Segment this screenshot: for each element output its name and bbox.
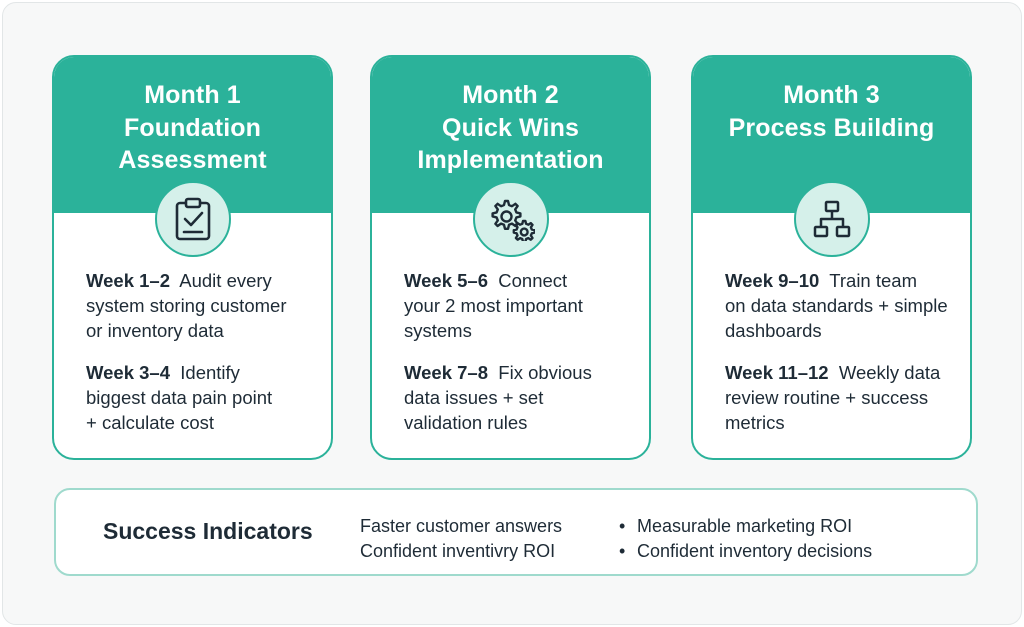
week-label: Week 11–12 [725, 362, 829, 383]
success-indicators-panel: Success Indicators Faster customer answe… [54, 488, 978, 576]
success-column-2: • Measurable marketing ROI • Confident inv… [619, 514, 872, 564]
month-1-title-line-2: Foundation [123, 113, 262, 142]
week-label: Week 7–8 [404, 362, 488, 383]
task-text-cont: your 2 most important [404, 295, 583, 316]
success-indicator: Faster customer answers [360, 516, 563, 536]
month-2-title-line-1: Month 2 [462, 81, 559, 109]
month-2-title-line-2: Quick Wins [442, 113, 579, 142]
task-text: Connect [498, 270, 568, 291]
success-indicator-row: • Confident inventory decisions [619, 539, 872, 564]
success-indicator: Confident inventory decisions [637, 541, 873, 561]
task-text-cont: on data standards + simple [725, 295, 948, 316]
month-1-title-line-1: Month 1 [144, 81, 241, 109]
month-3-badge [793, 181, 870, 257]
month-2-title-line-3: Implementation [417, 146, 604, 174]
task-text-cont: system storing customer [86, 295, 287, 316]
task-text-cont: data issues + set [404, 387, 544, 408]
week-label: Week 1–2 [86, 270, 170, 291]
week-9-10-item: Week 9–10 Train team on data standards +… [725, 268, 952, 343]
month-2-body: Week 5–6 Connect your 2 most important s… [404, 268, 631, 452]
month-3-title-line-2: Process Building [728, 113, 935, 142]
task-text-cont: metrics [725, 412, 785, 433]
success-indicator: Confident inventivry ROI [360, 541, 556, 561]
month-1-body: Week 1–2 Audit every system storing cust… [86, 268, 313, 452]
task-text-cont: systems [404, 320, 472, 341]
week-label: Week 9–10 [725, 270, 820, 291]
task-text: Audit every [179, 270, 272, 291]
week-1-2-item: Week 1–2 Audit every system storing cust… [86, 268, 313, 343]
week-label: Week 3–4 [86, 362, 170, 383]
success-indicator-row: • Measurable marketing ROI [619, 514, 872, 539]
task-text-cont: validation rules [404, 412, 528, 433]
success-indicators-title: Success Indicators [103, 518, 313, 544]
task-text: Fix obvious [498, 362, 592, 383]
month-2-badge [472, 181, 549, 257]
hierarchy-icon [813, 200, 850, 238]
week-3-4-item: Week 3–4 Identify biggest data pain poin… [86, 360, 313, 435]
week-label: Week 5–6 [404, 270, 488, 291]
success-column-1: Faster customer answers Confident invent… [360, 514, 562, 564]
week-5-6-item: Week 5–6 Connect your 2 most important s… [404, 268, 631, 343]
week-7-8-item: Week 7–8 Fix obvious data issues + set v… [404, 360, 631, 435]
clipboard-check-icon [175, 197, 210, 241]
month-1-card: Month 1 Foundation Assessment Week 1–2 A… [52, 55, 333, 460]
task-text: Weekly data [838, 362, 941, 383]
month-3-title-line-1: Month 3 [783, 81, 880, 109]
bullet-icon: • [619, 541, 626, 561]
task-text-cont: review routine + success [725, 387, 929, 408]
bullet-icon: • [619, 516, 626, 536]
task-text-cont: dashboards [725, 320, 822, 341]
month-3-card: Month 3 Process Building Week 9–10 Train… [691, 55, 972, 460]
task-text: Train team [829, 270, 917, 291]
month-1-title-line-3: Assessment [118, 146, 267, 174]
week-11-12-item: Week 11–12 Weekly data review routine + … [725, 360, 952, 435]
month-2-card: Month 2 Quick Wins Implementation Week 5… [370, 55, 651, 460]
success-indicator: Measurable marketing ROI [637, 516, 853, 536]
month-3-body: Week 9–10 Train team on data standards +… [725, 268, 952, 452]
task-text-cont: or inventory data [86, 320, 224, 341]
task-text-cont: biggest data pain point [86, 387, 273, 408]
task-text-cont: + calculate cost [86, 412, 215, 433]
task-text: Identify [180, 362, 240, 383]
month-1-badge [154, 181, 231, 257]
gears-icon [490, 199, 535, 241]
